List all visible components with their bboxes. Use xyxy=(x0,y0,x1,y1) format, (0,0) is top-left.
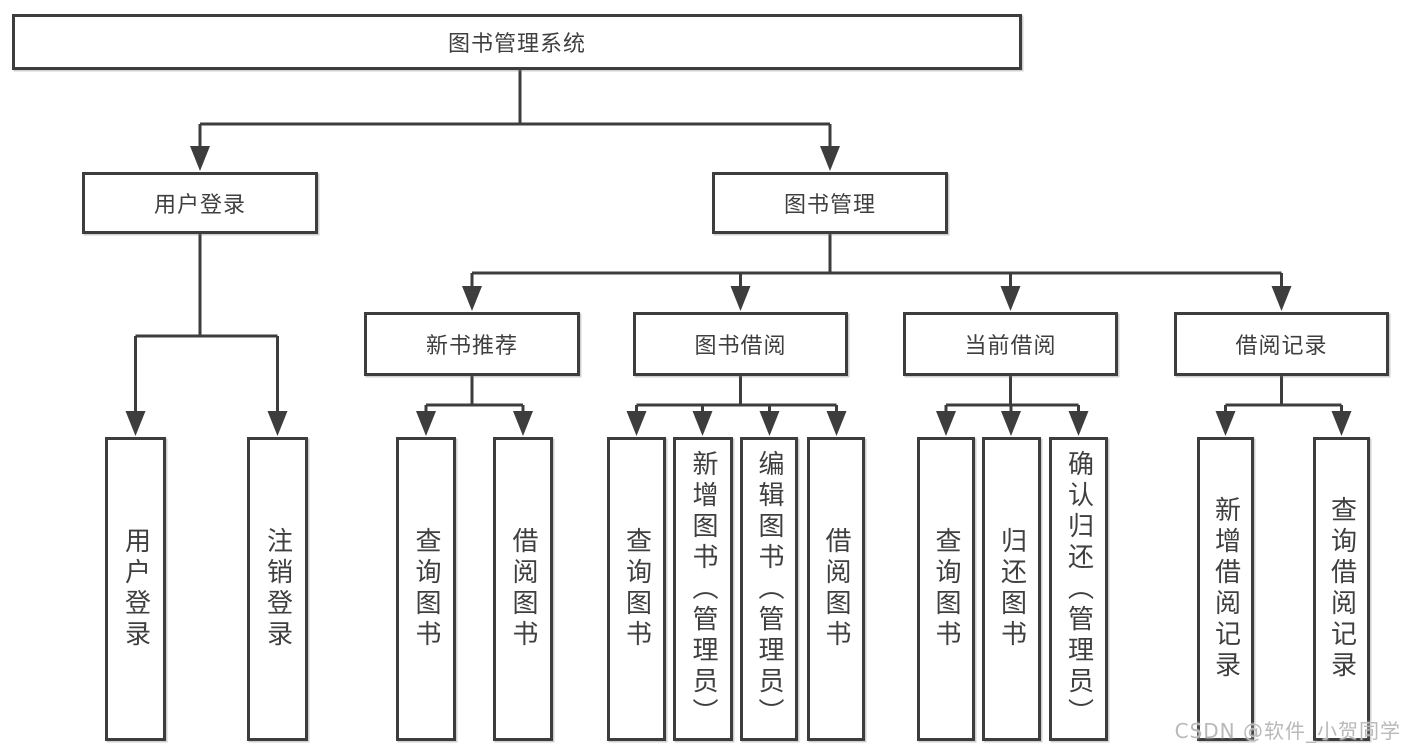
node-borrow-records: 借阅记录 xyxy=(1174,312,1389,376)
leaf-label: 编辑图书（管理员） xyxy=(754,449,784,729)
node-leaf-user-login: 用户登录 xyxy=(105,437,166,741)
node-leaf-current-query-books: 查询图书 xyxy=(917,437,975,741)
node-new-book-recommend: 新书推荐 xyxy=(364,312,580,376)
leaf-label: 用户登录 xyxy=(120,527,151,651)
node-leaf-recommend-query-books: 查询图书 xyxy=(396,437,456,741)
node-book-management: 图书管理 xyxy=(712,172,948,234)
leaf-label: 注销登录 xyxy=(262,527,293,651)
leaf-label: 查询借阅记录 xyxy=(1326,496,1357,682)
node-leaf-borrow-borrow-books: 借阅图书 xyxy=(807,437,865,741)
leaf-label: 归还图书 xyxy=(996,527,1027,651)
node-leaf-query-borrow-record: 查询借阅记录 xyxy=(1313,437,1370,741)
leaf-label: 新增图书（管理员） xyxy=(688,449,718,729)
node-leaf-logout: 注销登录 xyxy=(247,437,308,741)
leaf-label: 借阅图书 xyxy=(821,527,851,651)
leaf-label: 查询图书 xyxy=(931,527,961,651)
node-book-borrow: 图书借阅 xyxy=(633,312,848,376)
node-current-borrow: 当前借阅 xyxy=(903,312,1118,376)
csdn-watermark: CSDN @软件_小贺同学 xyxy=(1174,719,1401,743)
node-leaf-add-books-admin: 新增图书（管理员） xyxy=(673,437,733,741)
node-leaf-edit-books-admin: 编辑图书（管理员） xyxy=(740,437,798,741)
node-leaf-confirm-return-admin: 确认归还（管理员） xyxy=(1049,437,1108,741)
leaf-label: 新增借阅记录 xyxy=(1210,496,1241,682)
leaf-label: 借阅图书 xyxy=(508,527,538,651)
node-user-login-branch: 用户登录 xyxy=(82,172,318,234)
node-library-system-root: 图书管理系统 xyxy=(12,14,1022,70)
node-leaf-borrow-query-books: 查询图书 xyxy=(607,437,666,741)
leaf-label: 确认归还（管理员） xyxy=(1063,449,1094,729)
leaf-label: 查询图书 xyxy=(621,527,652,651)
node-leaf-recommend-borrow-books: 借阅图书 xyxy=(493,437,553,741)
node-leaf-return-books: 归还图书 xyxy=(982,437,1041,741)
node-leaf-add-borrow-record: 新增借阅记录 xyxy=(1197,437,1254,741)
leaf-label: 查询图书 xyxy=(411,527,441,651)
